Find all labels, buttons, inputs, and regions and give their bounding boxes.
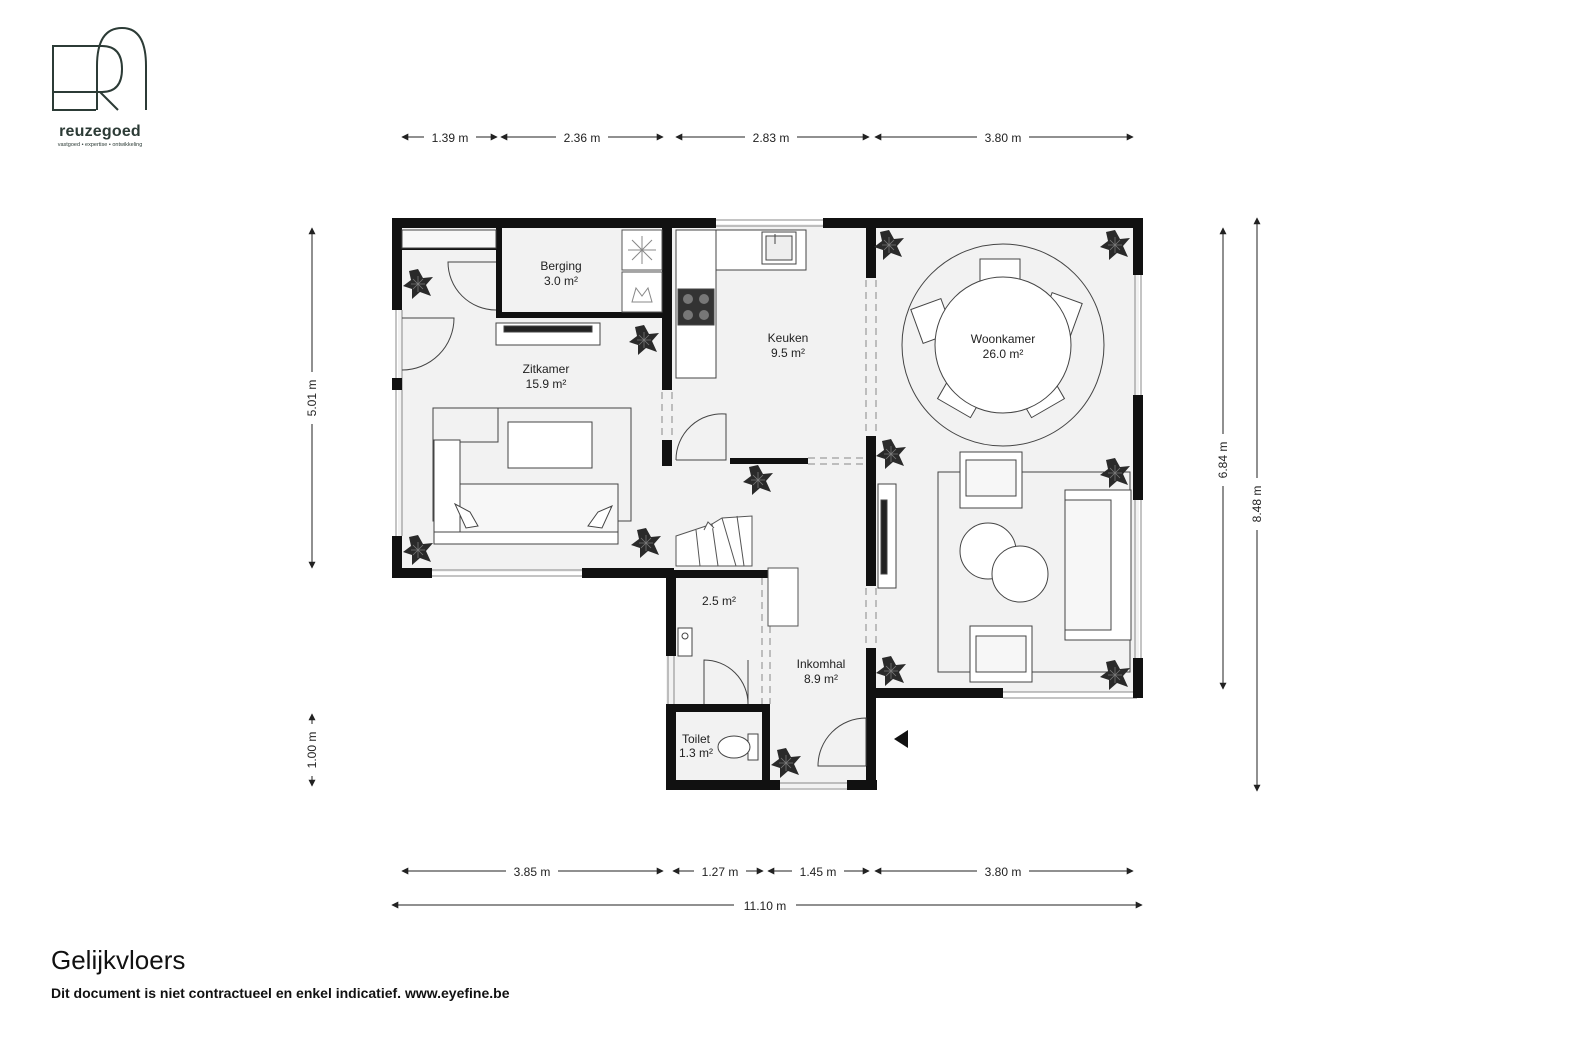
dining-set — [901, 243, 1105, 447]
room-area-toilet: 1.3 m² — [679, 746, 713, 760]
laundry-appliances — [621, 229, 663, 313]
room-area-woonkamer: 26.0 m² — [983, 347, 1024, 361]
bathroom-door — [703, 659, 749, 705]
kitchen-counter — [675, 229, 807, 379]
logo-name: reuzegoed — [59, 123, 141, 140]
dim-bottom-4: 3.80 m — [985, 865, 1022, 879]
dim-left-1: 5.01 m — [305, 380, 319, 417]
room-labels: Berging 3.0 m² Zitkamer 15.9 m² Keuken 9… — [523, 259, 1036, 760]
entrance-arrow-icon — [894, 730, 908, 748]
dim-bottom-3: 1.45 m — [800, 865, 837, 879]
hall-door — [675, 413, 727, 461]
dim-top-4: 3.80 m — [985, 131, 1022, 145]
zitkamer-furniture — [401, 229, 632, 545]
openings — [661, 280, 877, 704]
berging-door — [447, 261, 497, 311]
company-logo: reuzegoed vastgoed • expertise • ontwikk… — [50, 26, 150, 148]
room-name-berging: Berging — [540, 259, 581, 273]
room-name-zitkamer: Zitkamer — [523, 362, 570, 376]
dim-bottom-1: 3.85 m — [514, 865, 551, 879]
dim-right-2: 8.48 m — [1250, 486, 1264, 523]
room-area-bathroom: 2.5 m² — [702, 594, 736, 608]
floor-title: Gelijkvloers — [51, 945, 186, 975]
dimension-labels: 1.39 m 2.36 m 2.83 m 3.80 m 3.85 m 1.27 … — [303, 129, 1266, 913]
dim-total: 11.10 m — [744, 899, 786, 913]
dim-bottom-2: 1.27 m — [702, 865, 739, 879]
dim-top-3: 2.83 m — [753, 131, 790, 145]
room-name-woonkamer: Woonkamer — [971, 332, 1035, 346]
staircase — [675, 515, 799, 627]
doors — [401, 261, 867, 767]
room-name-toilet: Toilet — [682, 732, 711, 746]
room-area-berging: 3.0 m² — [544, 274, 578, 288]
dim-left-2: 1.00 m — [305, 732, 319, 769]
dim-top-2: 2.36 m — [564, 131, 601, 145]
lounge-furniture — [877, 451, 1132, 683]
room-area-inkomhal: 8.9 m² — [804, 672, 838, 686]
sanitary-fixtures — [677, 627, 759, 761]
entrance-door — [817, 717, 867, 767]
dim-top-1: 1.39 m — [432, 131, 469, 145]
windows — [395, 219, 1142, 790]
room-area-keuken: 9.5 m² — [771, 346, 805, 360]
room-area-zitkamer: 15.9 m² — [526, 377, 567, 391]
zitkamer-door — [401, 317, 455, 371]
logo-mark-icon — [52, 26, 147, 111]
dim-right-1: 6.84 m — [1216, 442, 1230, 479]
disclaimer-text: Dit document is niet contractueel en enk… — [51, 985, 510, 1001]
room-name-inkomhal: Inkomhal — [797, 657, 846, 671]
room-name-keuken: Keuken — [768, 331, 809, 345]
walls — [392, 218, 1143, 790]
logo-tagline: vastgoed • expertise • ontwikkeling — [57, 142, 143, 148]
